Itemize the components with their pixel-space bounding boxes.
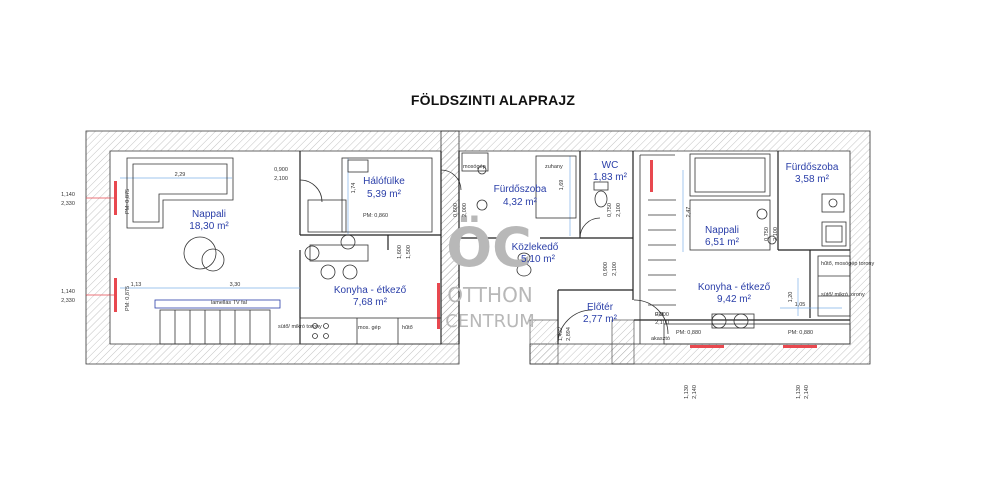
room-name-konyha-left: Konyha - étkező: [334, 285, 407, 296]
dim-w0900-a: 0,900: [274, 167, 288, 173]
watermark-logo: ÖC: [446, 216, 532, 279]
label-mosogep: mosógép: [463, 164, 486, 170]
annotations: PM: 0,860 PM: 0,880 PM: 0,880 PM: 0,875 …: [125, 164, 874, 342]
dim-w2140-a: 2,140: [692, 385, 698, 399]
room-name-furdo-right: Fürdőszoba: [786, 162, 839, 173]
dim-w2100-d: 2,100: [655, 320, 669, 326]
dim-120: 1,20: [788, 292, 794, 303]
room-name-halofulke: Hálófülke: [363, 176, 405, 187]
label-huto: hűtő: [402, 325, 413, 331]
dim-w2140-b: 2,140: [804, 385, 810, 399]
dim-w1140-b: 1,140: [61, 289, 75, 295]
label-pm-875-a: PM: 0,875: [125, 189, 131, 214]
dim-w2100-c: 2,100: [612, 262, 618, 276]
room-labels: Nappali 18,30 m² Hálófülke 5,39 m² Konyh…: [189, 160, 839, 325]
room-area-furdo-left: 4,32 m²: [503, 197, 538, 208]
room-name-nappali-right: Nappali: [705, 225, 739, 236]
room-area-nappali-right: 6,51 m²: [705, 237, 740, 248]
label-zuhany: zuhany: [545, 164, 563, 170]
dim-w1130-a: 1,130: [684, 385, 690, 399]
dim-w2100-r: 2,100: [773, 227, 779, 241]
label-suto-mikro-left: sütő/ mikró torony: [278, 324, 322, 330]
dim-w0750-r: 0,750: [764, 227, 770, 241]
interior-walls: [299, 151, 850, 344]
label-pm-875-b: PM: 0,875: [125, 286, 131, 311]
furniture: [126, 152, 851, 345]
dim-174: 1,74: [351, 183, 357, 194]
room-name-kozlekedo: Közlekedő: [512, 242, 559, 253]
label-pm-880-a: PM: 0,880: [676, 330, 701, 336]
room-name-wc: WC: [602, 160, 619, 171]
dim-169: 1,69: [559, 180, 565, 191]
room-area-kozlekedo: 5,10 m²: [521, 254, 556, 265]
label-akaszto: akasztó: [651, 336, 670, 342]
dim-105: 1,05: [795, 302, 806, 308]
label-pm-880-b: PM: 0,880: [788, 330, 813, 336]
window-lines: [86, 197, 114, 296]
label-huto-mosogep: hűtő, mosógép torony: [821, 261, 874, 267]
dim-w2330-a: 2,330: [61, 201, 75, 207]
dim-247: 2,47: [686, 207, 692, 218]
room-area-furdo-right: 3,58 m²: [795, 174, 830, 185]
dim-w2894: 2,894: [566, 327, 572, 341]
label-lamellas: lamellás TV fal: [211, 300, 247, 306]
dim-w2330-b: 2,330: [61, 298, 75, 304]
room-name-eloter: Előtér: [587, 302, 614, 313]
dim-w2100-a: 2,100: [274, 176, 288, 182]
dim-w2100-b: 2,100: [616, 203, 622, 217]
room-area-konyha-left: 7,68 m²: [353, 297, 388, 308]
dim-113: 1,13: [131, 282, 142, 288]
watermark-line1: OTTHON: [447, 283, 533, 307]
room-area-konyha-right: 9,42 m²: [717, 294, 752, 305]
label-fel: FEL: [655, 312, 665, 318]
room-name-nappali-left: Nappali: [192, 209, 226, 220]
plan-title: FÖLDSZINTI ALAPRAJZ: [410, 92, 576, 108]
dim-w0900-c: 0,900: [603, 262, 609, 276]
dim-w1600: 1,600: [397, 245, 403, 259]
room-area-nappali-left: 18,30 m²: [189, 221, 229, 232]
dim-w0900-d: 0,900: [655, 312, 669, 318]
label-mos-gep: mos. gép: [358, 325, 381, 331]
watermark-line2: CENTRUM: [445, 311, 535, 332]
dim-330: 3,30: [230, 282, 241, 288]
watermark: ÖC OTTHON CENTRUM: [445, 216, 535, 332]
label-suto-mikro-right: sütő/ mikró torony: [821, 292, 865, 298]
dimension-lines: [120, 156, 842, 316]
dimension-texts: 2,29 3,30 1,13 1,74 1,69 2,47 1,20 1,05 …: [61, 167, 810, 399]
windows: [114, 160, 817, 348]
dim-229: 2,29: [175, 172, 186, 178]
dim-w1500: 1,500: [406, 245, 412, 259]
room-area-halofulke: 5,39 m²: [367, 189, 402, 200]
label-pm-860: PM: 0,860: [363, 213, 388, 219]
dim-w1432: 1,432: [558, 327, 564, 341]
room-name-furdo-left: Fürdőszoba: [494, 184, 547, 195]
dim-w0600: 0,600: [453, 203, 459, 217]
room-name-konyha-right: Konyha - étkező: [698, 282, 771, 293]
dim-w0750: 0,750: [607, 203, 613, 217]
dim-w1130-b: 1,130: [796, 385, 802, 399]
dim-w1140-a: 1,140: [61, 192, 75, 198]
room-area-wc: 1,83 m²: [593, 172, 628, 183]
room-area-eloter: 2,77 m²: [583, 314, 618, 325]
dim-w2000: 2,000: [462, 203, 468, 217]
